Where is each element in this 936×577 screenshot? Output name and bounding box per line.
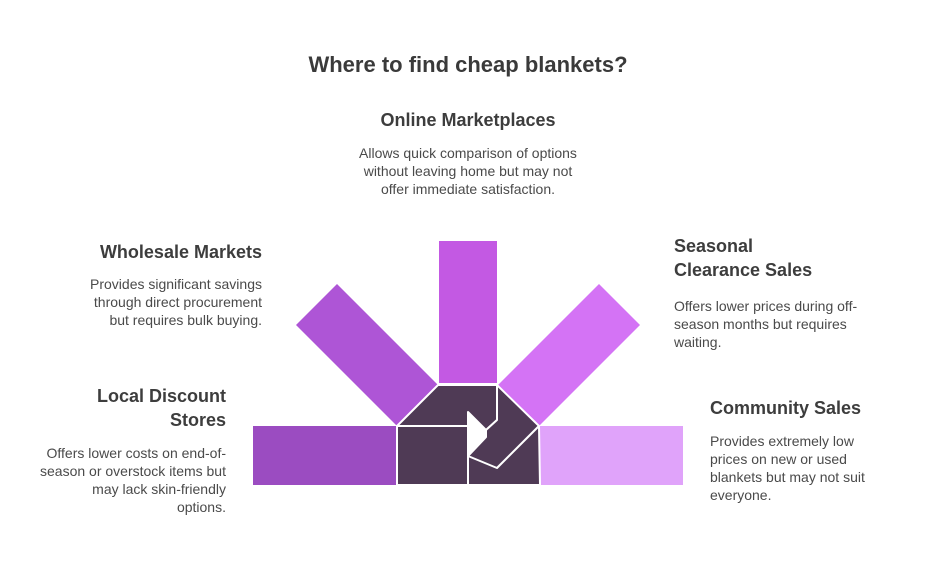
online-marketplaces-bar [439,241,497,383]
seasonal-clearance-sales-bar [498,284,640,426]
hub-piece-bottom-right [467,425,541,486]
community-sales-description: Provides extremely low prices on new or … [710,433,865,503]
local-discount-stores-description: Offers lower costs on end-of-season or o… [40,445,226,515]
page-title: Where to find cheap blankets? [308,52,628,77]
community-sales-bar [540,426,683,485]
wholesale-markets-heading: Wholesale Markets [99,242,262,262]
community-sales-heading: Community Sales [710,398,862,418]
center-hub [396,384,541,486]
seasonal-clearance-sales-heading: Seasonal Clearance Sales [674,236,813,280]
hub-piece-bottom-left [396,425,469,486]
local-discount-stores-bar [253,426,396,485]
online-marketplaces-description: Allows quick comparison of options witho… [359,145,577,197]
wholesale-markets-description: Provides significant savings through dir… [90,276,262,328]
local-discount-stores-heading: Local Discount Stores [96,386,226,430]
seasonal-clearance-sales-description: Offers lower prices during off-season mo… [674,298,858,350]
wholesale-markets-bar [296,284,438,426]
online-marketplaces-heading: Online Marketplaces [380,110,556,130]
